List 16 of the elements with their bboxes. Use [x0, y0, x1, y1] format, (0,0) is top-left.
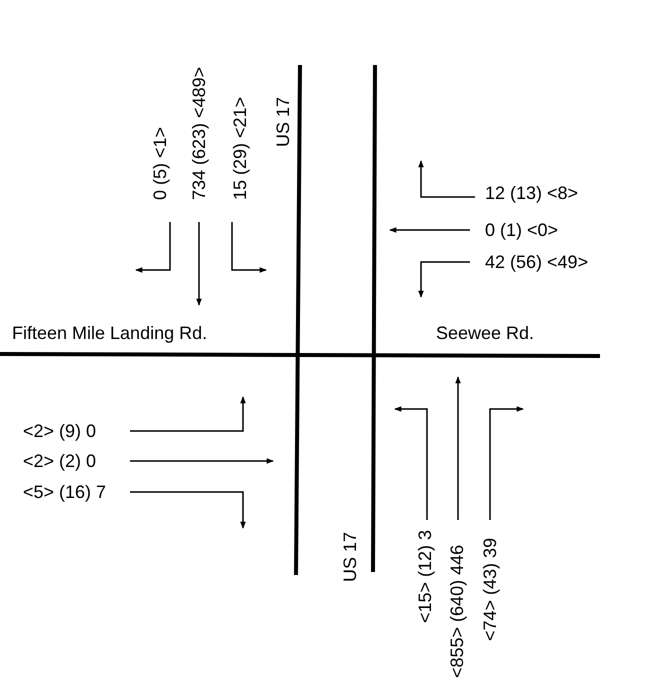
volume-label: 734 (623) <489> [189, 66, 209, 200]
volume-label: <2> (2) 0 [23, 451, 96, 471]
volume-label: 12 (13) <8> [485, 183, 578, 203]
volume-label: 15 (29) <21> [230, 96, 250, 200]
road-name: US 17 [340, 532, 360, 582]
volume-label: 0 (1) <0> [485, 220, 558, 240]
road-name: Fifteen Mile Landing Rd. [12, 323, 208, 343]
volume-label: 42 (56) <49> [485, 252, 588, 272]
volume-label: <15> (12) 3 [415, 530, 435, 623]
volume-label: <2> (9) 0 [23, 421, 96, 441]
volume-label: <74> (43) 39 [480, 538, 500, 641]
volume-label: <855> (640) 446 [447, 544, 467, 678]
volume-label: <5> (16) 7 [23, 482, 106, 502]
volume-label: 0 (5) <1> [150, 126, 170, 200]
road-name: US 17 [273, 96, 293, 147]
road-name: Seewee Rd. [436, 323, 534, 343]
